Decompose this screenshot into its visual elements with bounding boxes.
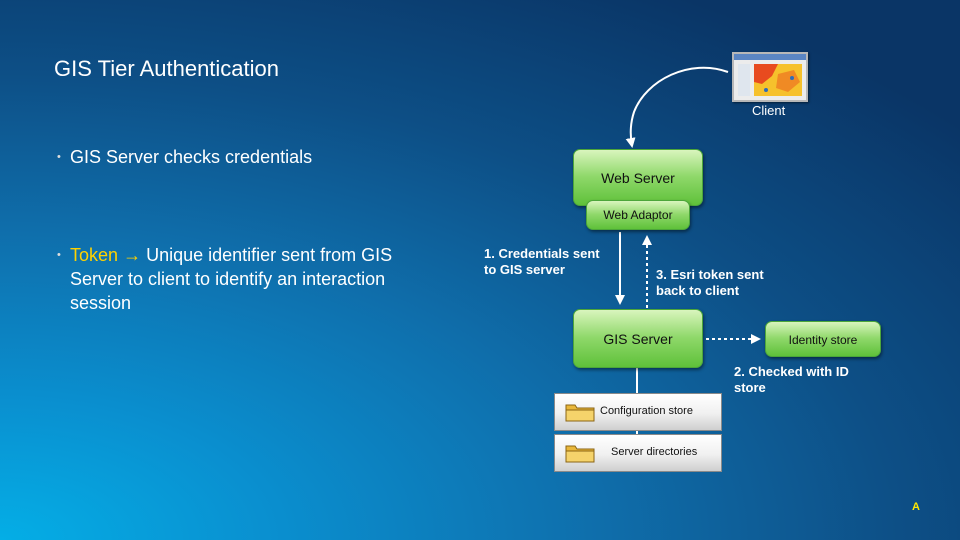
folder-icon [565, 404, 595, 422]
server-directories-bar: Server directories [554, 434, 722, 472]
client-map-icon [732, 52, 808, 102]
server-directories-label: Server directories [611, 446, 698, 458]
folder-icon [565, 445, 595, 463]
web-server-box: Web Server [573, 149, 703, 206]
bullet-token: • Token → Unique identifier sent from GI… [57, 243, 430, 315]
bullet-credentials: • GIS Server checks credentials [57, 145, 410, 169]
gis-server-label: GIS Server [603, 331, 673, 347]
gis-server-box: GIS Server [573, 309, 703, 368]
bullet-dot-icon: • [57, 151, 61, 163]
token-term: Token [70, 245, 119, 265]
bullet-text: GIS Server checks credentials [70, 147, 313, 167]
config-store-bar: Configuration store [554, 393, 722, 431]
corner-mark: A [912, 501, 920, 513]
web-adaptor-label: Web Adaptor [603, 208, 673, 222]
bullet-text: Unique identifier sent from GIS Server t… [70, 245, 393, 313]
step3-note: 3. Esri token sent back to client [656, 267, 764, 298]
config-store-label: Configuration store [600, 405, 693, 417]
arrow-glyph: → [123, 245, 142, 265]
slide-title: GIS Tier Authentication [54, 56, 280, 81]
step2-note: 2. Checked with ID store [734, 364, 849, 395]
identity-store-label: Identity store [788, 333, 858, 347]
client-request-arrow [625, 66, 729, 148]
client-label: Client [752, 103, 786, 118]
identity-store-box: Identity store [765, 321, 881, 357]
bullet-dot-icon: • [57, 249, 61, 261]
web-server-label: Web Server [601, 170, 675, 186]
web-adaptor-box: Web Adaptor [586, 200, 690, 230]
step1-note: 1. Credentials sent to GIS server [484, 246, 600, 277]
